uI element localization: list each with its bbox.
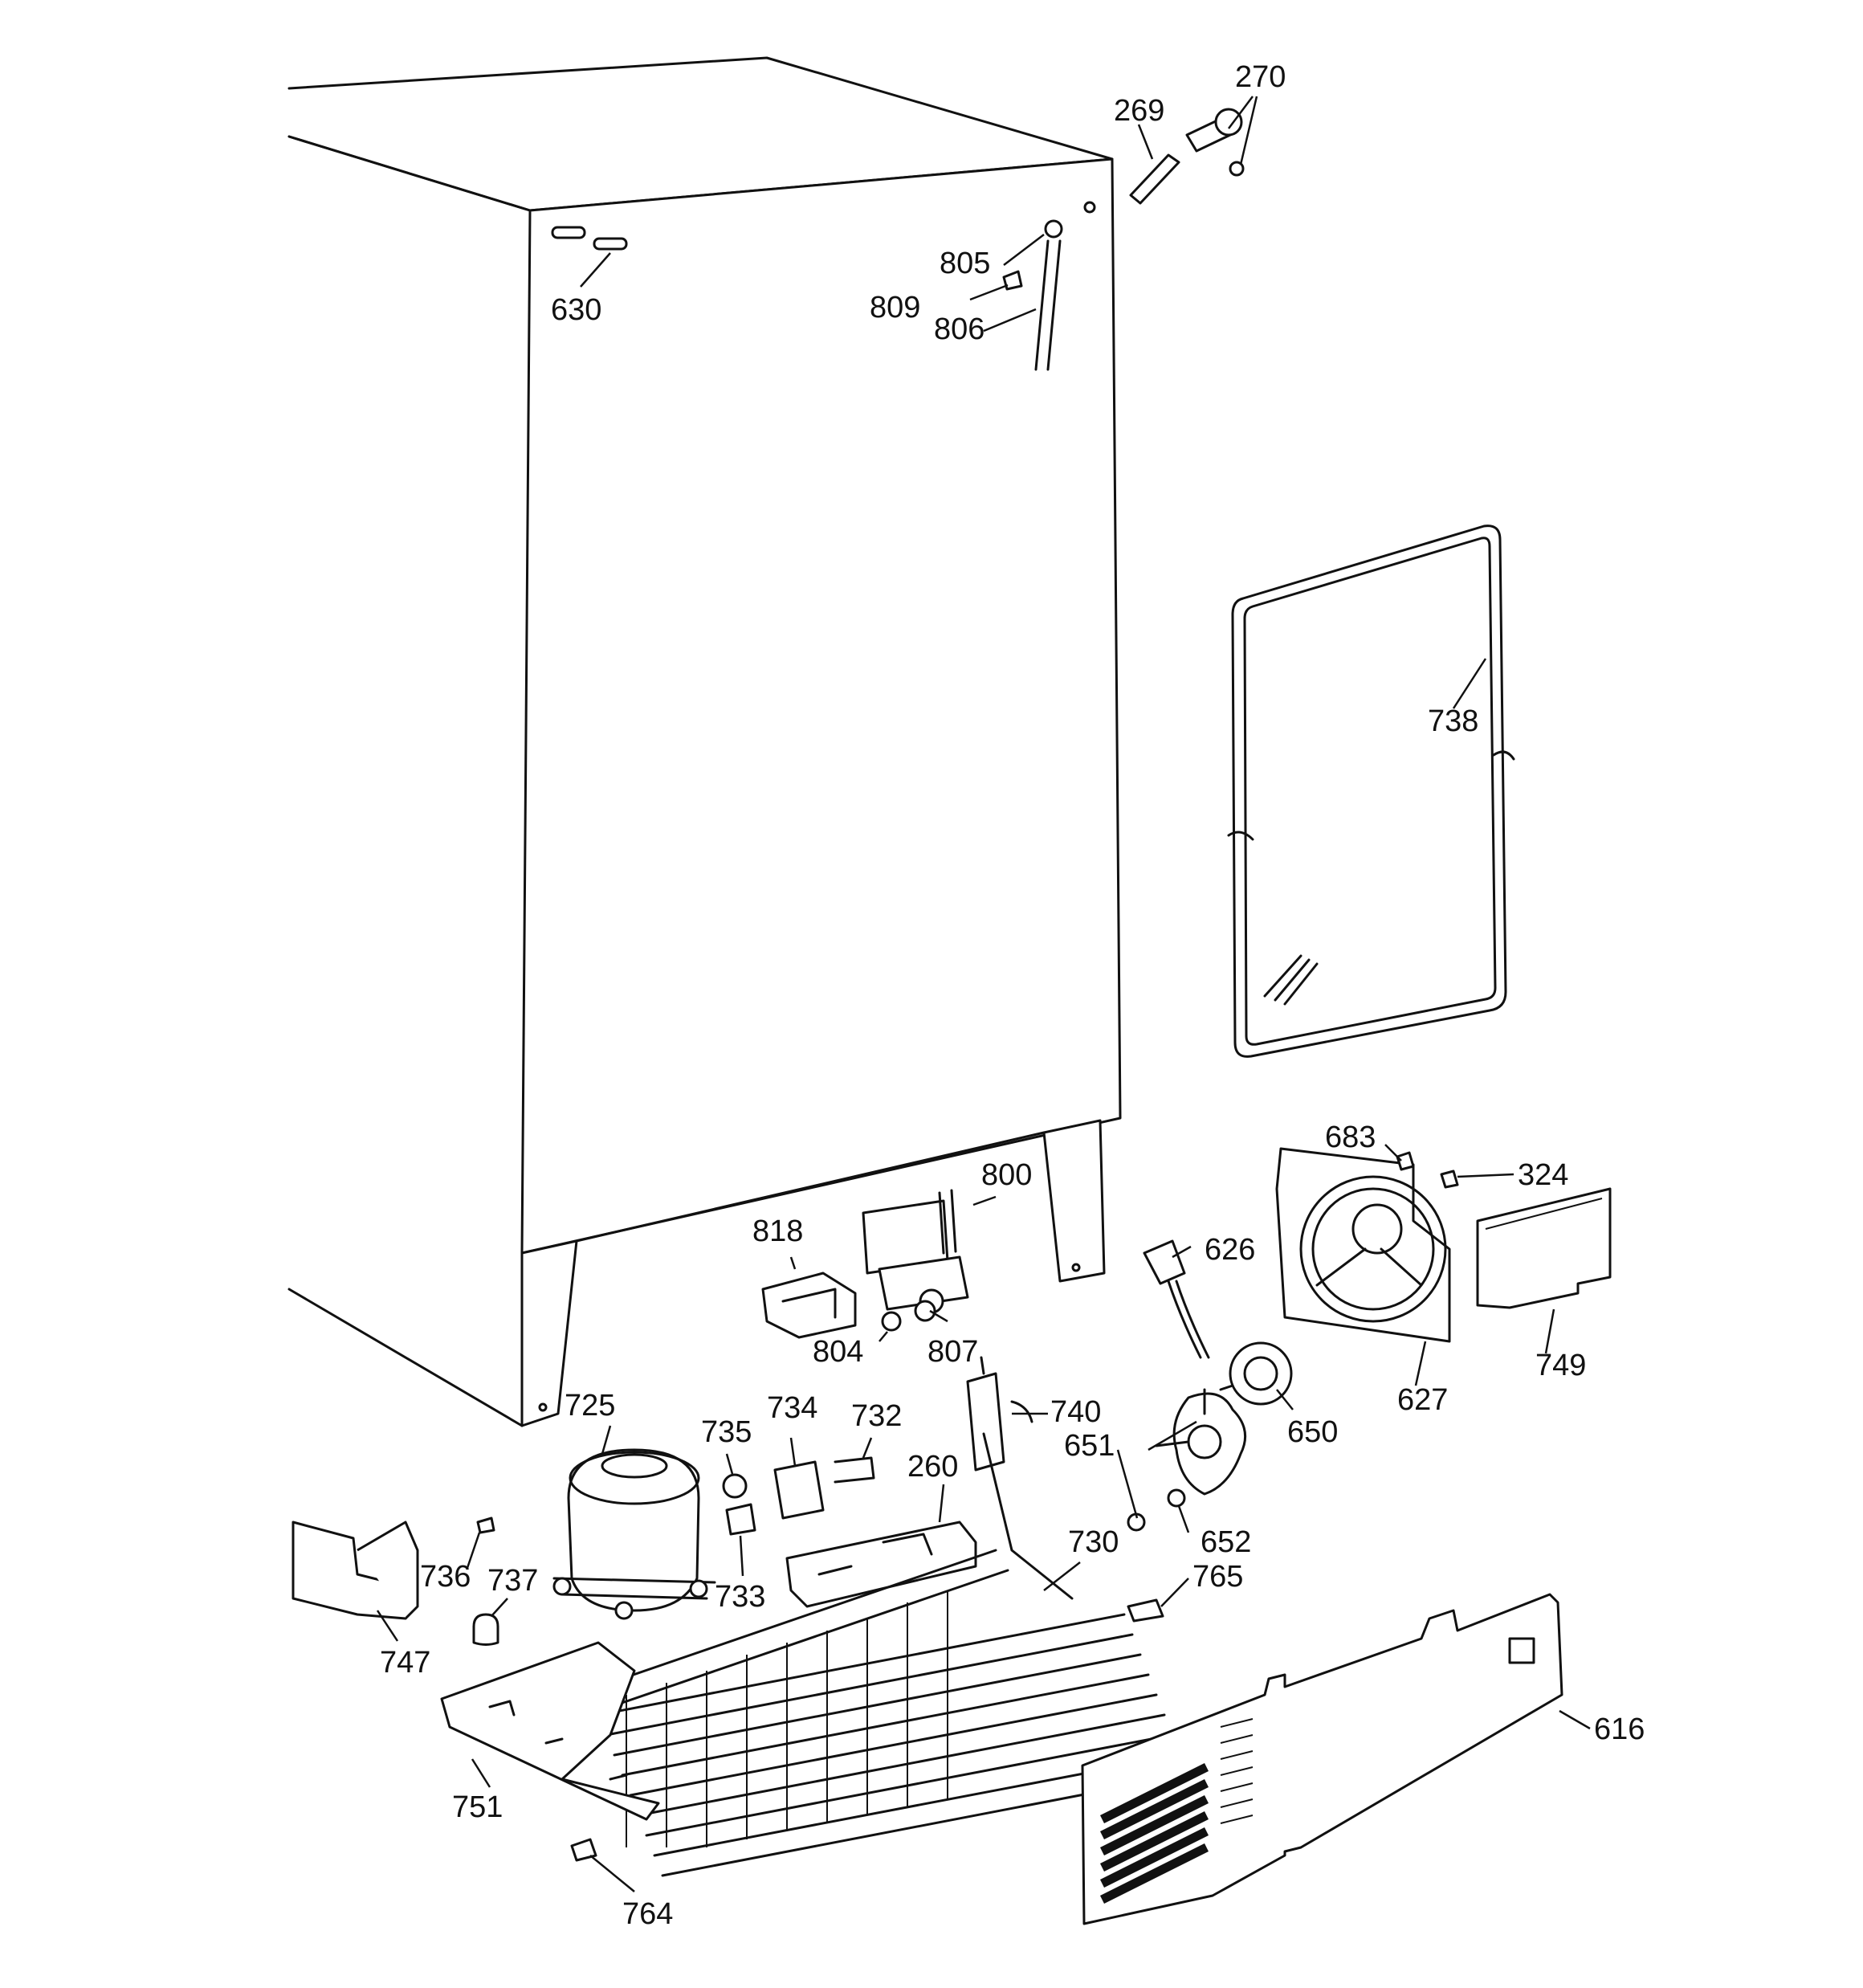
label-616: 616 — [1594, 1712, 1645, 1746]
drain-pan-260 — [785, 1521, 977, 1608]
screw-324 — [1440, 1170, 1459, 1189]
gasket-738 — [1227, 525, 1515, 1058]
refrigerator-cabinet — [287, 56, 1122, 1427]
fill-tube-parts — [1002, 108, 1245, 371]
label-740: 740 — [1050, 1395, 1101, 1429]
condenser-730 — [597, 1432, 1186, 1877]
base-pan-751 — [440, 1641, 660, 1821]
cover-749 — [1476, 1187, 1612, 1309]
nut-807 — [914, 1300, 936, 1322]
label-734: 734 — [767, 1391, 817, 1425]
label-260: 260 — [907, 1450, 958, 1484]
power-cord-626 — [1143, 1239, 1210, 1359]
label-806: 806 — [934, 312, 984, 346]
label-804: 804 — [813, 1335, 863, 1369]
fan-shroud-627 — [1275, 1147, 1451, 1343]
bracket-818 — [761, 1272, 857, 1339]
relay-740 — [966, 1356, 1033, 1472]
clip-732 — [834, 1456, 875, 1484]
label-765: 765 — [1192, 1560, 1243, 1594]
label-652: 652 — [1201, 1525, 1251, 1559]
water-valve-800 — [862, 1189, 969, 1314]
label-626: 626 — [1205, 1233, 1255, 1267]
label-733: 733 — [715, 1580, 765, 1614]
fan-blade-651 — [1155, 1388, 1247, 1496]
relay-734 — [773, 1460, 825, 1520]
fan-motor-650 — [1219, 1341, 1293, 1406]
screw-683 — [1396, 1151, 1415, 1171]
label-805: 805 — [940, 247, 990, 280]
label-749: 749 — [1535, 1349, 1586, 1382]
label-630: 630 — [551, 293, 601, 327]
leader-lines — [376, 96, 1591, 1892]
label-737: 737 — [487, 1564, 538, 1598]
label-683: 683 — [1325, 1121, 1376, 1154]
label-809: 809 — [870, 291, 920, 325]
label-736: 736 — [420, 1560, 471, 1594]
label-800: 800 — [981, 1158, 1032, 1192]
label-764: 764 — [622, 1897, 673, 1931]
nut-804 — [881, 1311, 902, 1332]
grille-616 — [1081, 1593, 1563, 1925]
compressor-725 — [552, 1448, 716, 1620]
label-735: 735 — [701, 1415, 752, 1449]
label-747: 747 — [380, 1646, 430, 1680]
label-751: 751 — [452, 1790, 503, 1824]
overload-733 — [725, 1503, 756, 1536]
label-627: 627 — [1397, 1383, 1448, 1417]
label-324: 324 — [1518, 1158, 1568, 1192]
grommet-736 — [476, 1517, 495, 1534]
label-818: 818 — [752, 1214, 803, 1248]
cover-747 — [291, 1521, 419, 1620]
washer-652 — [1167, 1488, 1186, 1508]
label-269: 269 — [1114, 94, 1164, 128]
part-labels: 269 270 805 809 806 630 738 683 324 800 … — [380, 60, 1645, 1931]
label-807: 807 — [927, 1335, 978, 1369]
grommet-735 — [722, 1473, 748, 1499]
label-270: 270 — [1235, 60, 1286, 94]
label-725: 725 — [565, 1389, 615, 1423]
clip-765 — [1127, 1598, 1164, 1623]
label-738: 738 — [1428, 704, 1478, 738]
grommet-737 — [472, 1613, 499, 1646]
clip-764 — [570, 1838, 597, 1862]
label-651: 651 — [1064, 1429, 1115, 1463]
label-650: 650 — [1287, 1415, 1338, 1449]
label-730: 730 — [1068, 1525, 1119, 1559]
label-732: 732 — [851, 1399, 902, 1433]
